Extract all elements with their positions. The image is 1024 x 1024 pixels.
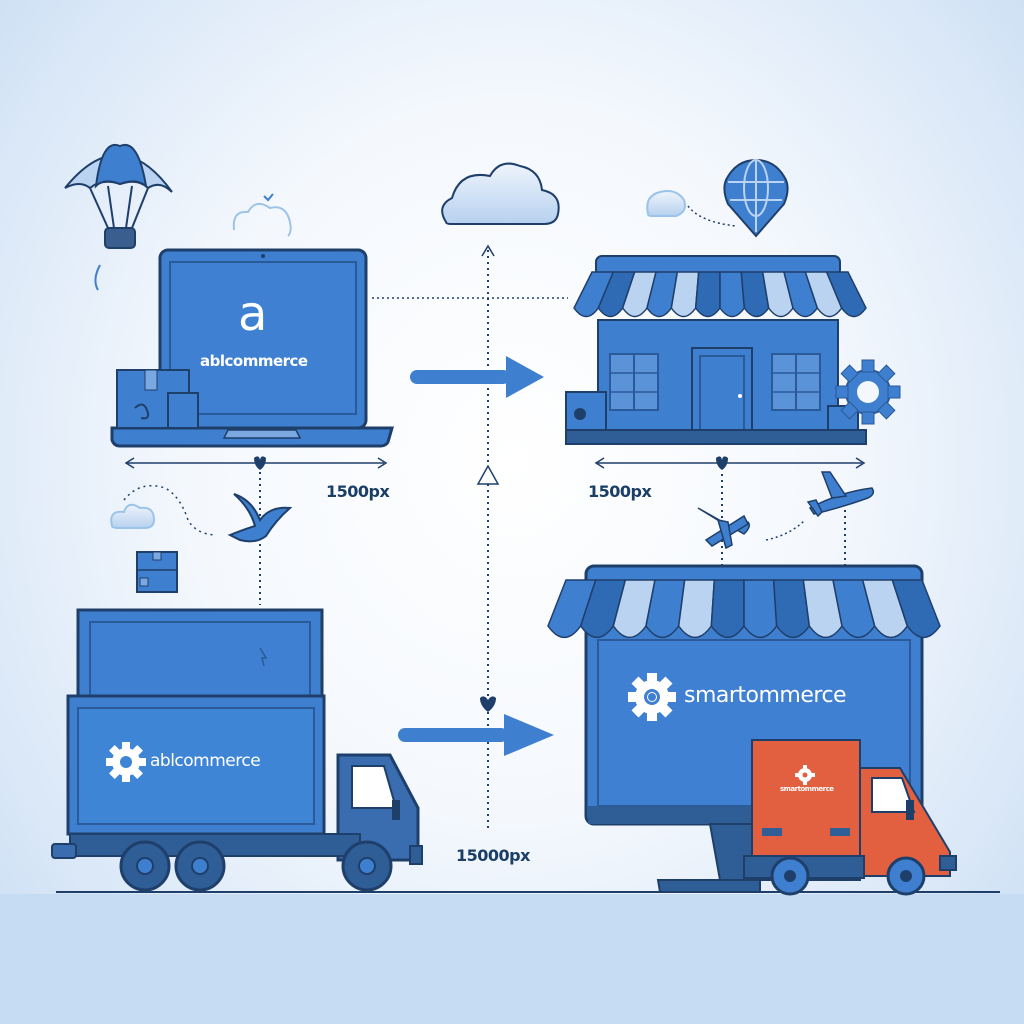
laptop-logo-letter: a [238, 286, 267, 342]
source-truck [51, 608, 423, 892]
target-storefront [565, 255, 867, 445]
wheel [174, 840, 226, 892]
target-width-label: 1500px [588, 482, 652, 501]
cloud-icon [646, 190, 737, 227]
cloud-icon [441, 162, 560, 225]
awning-stripe [891, 579, 941, 639]
wheel [770, 856, 810, 896]
monitor-brand-text: smartommerce [684, 683, 847, 708]
airplane-icon [806, 471, 875, 518]
airplane-icon [697, 507, 751, 550]
awning-stripe [694, 271, 721, 318]
cloud-icon [110, 485, 216, 536]
awning-stripe [677, 579, 716, 639]
arrow-right-icon[interactable] [410, 356, 544, 398]
wheel [886, 856, 926, 896]
awning [573, 271, 867, 318]
migration-height-label: 15000px [456, 846, 530, 865]
source-laptop [110, 248, 394, 448]
awning-stripe [719, 271, 746, 318]
gear-icon [835, 359, 901, 425]
target-width-measure [594, 456, 866, 565]
delivery-truck [743, 739, 957, 896]
wheel [341, 840, 393, 892]
laptop-brand-text: ablcommerce [200, 352, 308, 370]
package-icon [116, 369, 199, 429]
parachute-icon [64, 143, 173, 291]
arrow-right-icon[interactable] [398, 714, 554, 756]
awning-stripe [710, 579, 745, 639]
cloud-icon [232, 193, 292, 237]
gear-icon [628, 673, 676, 721]
truck-brand-text: ablcommerce [150, 751, 261, 771]
package-icon [136, 551, 178, 593]
ground-strip [0, 894, 1024, 1024]
awning-stripe [825, 271, 867, 318]
globe-pin-icon [723, 158, 789, 238]
awning-stripe [743, 579, 778, 639]
delivery-truck-brand-text: smartommerce [780, 785, 834, 793]
gear-icon [795, 765, 815, 785]
vertical-measure [476, 244, 500, 830]
wheel [119, 840, 171, 892]
source-width-label: 1500px [326, 482, 390, 501]
gear-icon [106, 742, 146, 782]
bird-icon [227, 493, 293, 543]
awning [547, 579, 941, 639]
